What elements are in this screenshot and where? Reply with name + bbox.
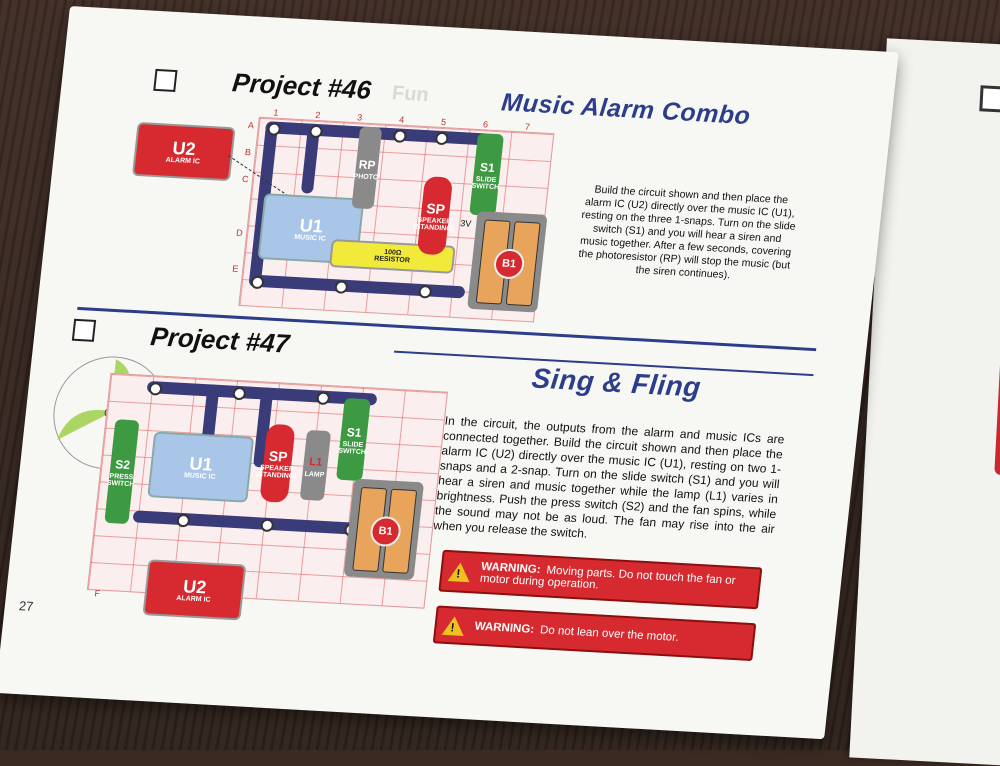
project47-title: Sing & Fling	[530, 362, 703, 403]
project47-checkbox[interactable]	[71, 318, 97, 342]
warning-text-block: WARNING:Moving parts. Do not touch the f…	[479, 561, 759, 600]
grid-col-6: 6	[482, 119, 489, 130]
s2-label: S2	[114, 457, 131, 473]
grid-row-f: F	[94, 588, 101, 599]
warning-triangle-icon: !	[441, 615, 466, 636]
warning-banner-lean: ! WARNING:Do not lean over the motor.	[432, 605, 757, 662]
u2-sublabel: ALARM IC	[175, 594, 211, 604]
l1-label: L1	[308, 455, 323, 469]
s1-sublabel: SLIDE SWITCH	[337, 440, 367, 457]
grid-row-c: C	[241, 173, 250, 185]
checkbox-next-page	[979, 85, 1000, 113]
warning-banner-moving-parts: ! WARNING:Moving parts. Do not touch the…	[438, 549, 763, 610]
page-number: 27	[18, 598, 35, 614]
sp-label: SP	[268, 447, 289, 465]
grid-row-e: E	[231, 263, 239, 274]
project47-number: Project #47	[149, 321, 291, 359]
project46-battery-holder: B1	[467, 211, 548, 313]
warning-text: Do not lean over the motor.	[539, 624, 680, 644]
grid-col-3: 3	[356, 112, 363, 123]
grid-col-2: 2	[314, 109, 321, 121]
project47-u1-music-ic: U1 MUSIC IC	[147, 431, 255, 503]
project46-number: Project #46	[230, 67, 373, 105]
project46-description: Build the circuit shown and then place t…	[577, 183, 797, 282]
s1-sublabel: SLIDE SWITCH	[471, 175, 500, 192]
l1-sublabel: LAMP	[304, 470, 325, 479]
grid-col-7: 7	[524, 121, 531, 132]
u2-label: U2	[171, 137, 197, 159]
warning-label: WARNING:	[474, 620, 535, 636]
sp-label: SP	[425, 200, 446, 218]
u1-sublabel: MUSIC IC	[293, 233, 327, 243]
next-page-red-edge	[994, 174, 1000, 477]
s1-label: S1	[346, 425, 363, 440]
project46-u2-alarm-ic: U2 ALARM IC	[131, 121, 236, 182]
ghost-text: Fun	[390, 82, 430, 107]
warning-triangle-icon: !	[447, 561, 472, 582]
u1-sublabel: MUSIC IC	[183, 471, 216, 481]
project46-checkbox[interactable]	[153, 68, 178, 93]
rp-label: RP	[358, 156, 377, 172]
grid-col-1: 1	[272, 107, 279, 118]
grid-row-b: B	[244, 147, 252, 158]
u2-label: U2	[182, 575, 208, 597]
grid-col-5: 5	[440, 116, 447, 128]
s1-label: S1	[479, 160, 496, 175]
grid-row-d: D	[235, 227, 244, 238]
grid-row-a: A	[247, 120, 255, 131]
warning-text-block: WARNING:Do not lean over the motor.	[474, 621, 679, 644]
project47-u2-alarm-ic: U2 ALARM IC	[142, 559, 247, 621]
sp-sublabel: SPEAKER (STANDING)	[255, 464, 297, 481]
resistor-label: RESISTOR	[373, 255, 411, 265]
u2-sublabel: ALARM IC	[165, 156, 201, 165]
u1-label: U1	[188, 452, 214, 475]
project47-battery-holder: B1	[343, 478, 425, 581]
s2-sublabel: PRESS SWITCH	[106, 472, 135, 489]
battery-voltage: 3V	[459, 218, 472, 229]
project47-description: In the circuit, the outputs from the ala…	[432, 413, 786, 541]
manual-page: Project #46 Fun Music Alarm Combo 1 2 3 …	[0, 6, 899, 740]
sp-sublabel: SPEAKER (STANDING)	[412, 216, 455, 233]
u1-label: U1	[298, 214, 324, 236]
rp-sublabel: PHOTO	[353, 172, 379, 181]
project46-title: Music Alarm Combo	[500, 88, 752, 131]
grid-col-4: 4	[398, 114, 405, 125]
